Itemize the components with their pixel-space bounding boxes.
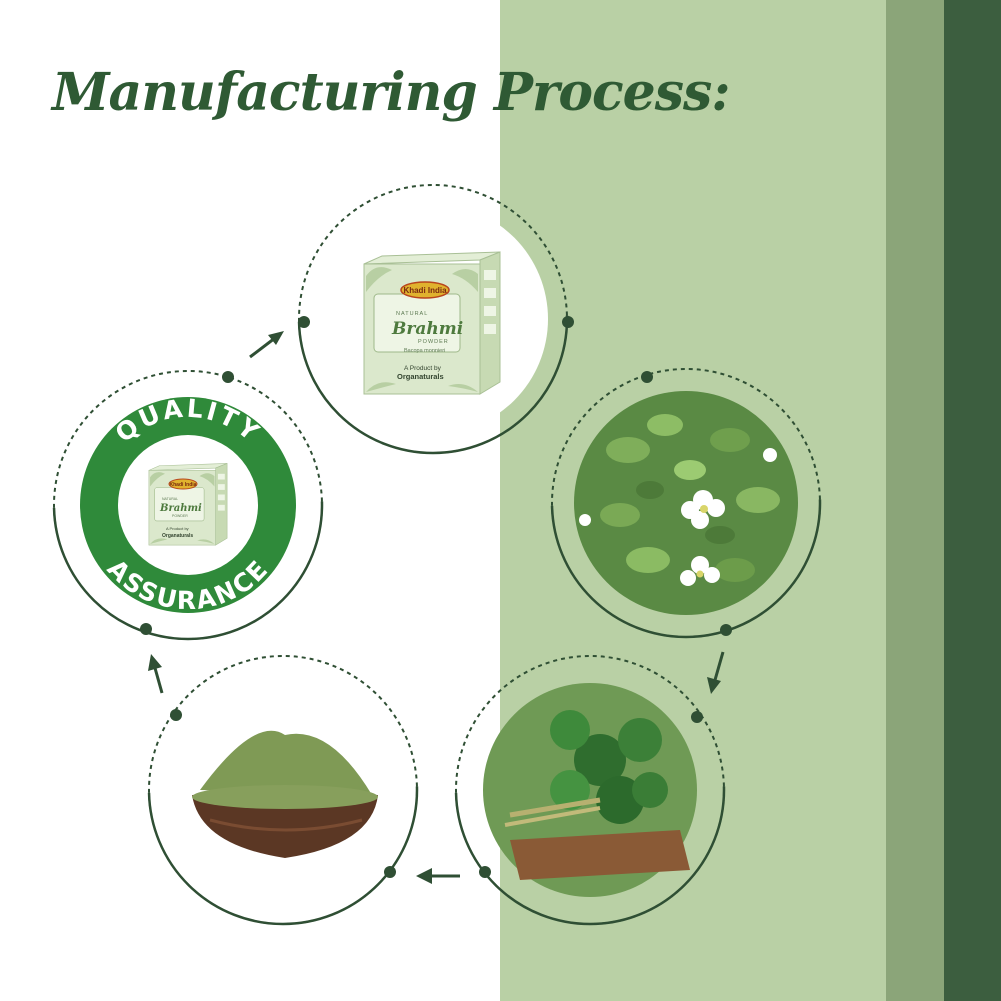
connector-dot bbox=[384, 866, 396, 878]
connector-dot bbox=[562, 316, 574, 328]
flow-arrow bbox=[416, 868, 460, 884]
plant-flower bbox=[579, 448, 777, 586]
connector-dot bbox=[140, 623, 152, 635]
background-band-mid bbox=[886, 0, 944, 1001]
step-powder bbox=[147, 654, 419, 926]
connector-dot bbox=[222, 371, 234, 383]
seal-box-maker: Organaturals bbox=[162, 533, 193, 539]
box-byline: A Product by bbox=[404, 365, 442, 372]
connector-dot bbox=[641, 371, 653, 383]
flow-arrow bbox=[148, 654, 164, 694]
product-box-image: Khadi India NATURAL Brahmi POWDER Bacopa… bbox=[363, 251, 501, 395]
plant-leaves bbox=[600, 414, 780, 582]
box-powder-label: POWDER bbox=[418, 339, 449, 345]
step-quality: QUALITY ASSURANCE Khadi India NATURAL Br… bbox=[52, 369, 324, 641]
connector-dot bbox=[170, 709, 182, 721]
step-harvest bbox=[454, 654, 726, 926]
flow-arrow bbox=[707, 651, 725, 694]
connector-dot bbox=[479, 866, 491, 878]
connector-dot bbox=[691, 711, 703, 723]
connector-dot bbox=[720, 624, 732, 636]
seal-box-product: Brahmi bbox=[159, 503, 202, 514]
seal-box-natural: NATURAL bbox=[162, 497, 178, 501]
harvest-leaves bbox=[504, 710, 668, 827]
seal-box-brand: Khadi India bbox=[170, 482, 197, 488]
box-brand-label: Khadi India bbox=[403, 286, 447, 295]
box-natural-label: NATURAL bbox=[396, 311, 428, 317]
flow-arrow bbox=[249, 331, 284, 359]
box-botanical-name: Bacopa monnieri bbox=[404, 348, 445, 354]
powder-bowl-image bbox=[192, 730, 378, 858]
step-plant bbox=[550, 367, 822, 639]
seal-box-byline: A Product by bbox=[166, 526, 189, 531]
seal-box-powder: POWDER bbox=[172, 514, 188, 518]
box-maker: Organaturals bbox=[397, 372, 444, 381]
step-packaging: Khadi India NATURAL Brahmi POWDER Bacopa… bbox=[297, 183, 574, 455]
connector-dot bbox=[298, 316, 310, 328]
background-band-dark bbox=[944, 0, 1001, 1001]
seal-product-box: Khadi India NATURAL Brahmi POWDER A Prod… bbox=[148, 463, 228, 546]
wooden-board bbox=[510, 830, 690, 880]
box-product-name: Brahmi bbox=[391, 319, 463, 339]
page-title: Manufacturing Process: bbox=[52, 62, 731, 123]
